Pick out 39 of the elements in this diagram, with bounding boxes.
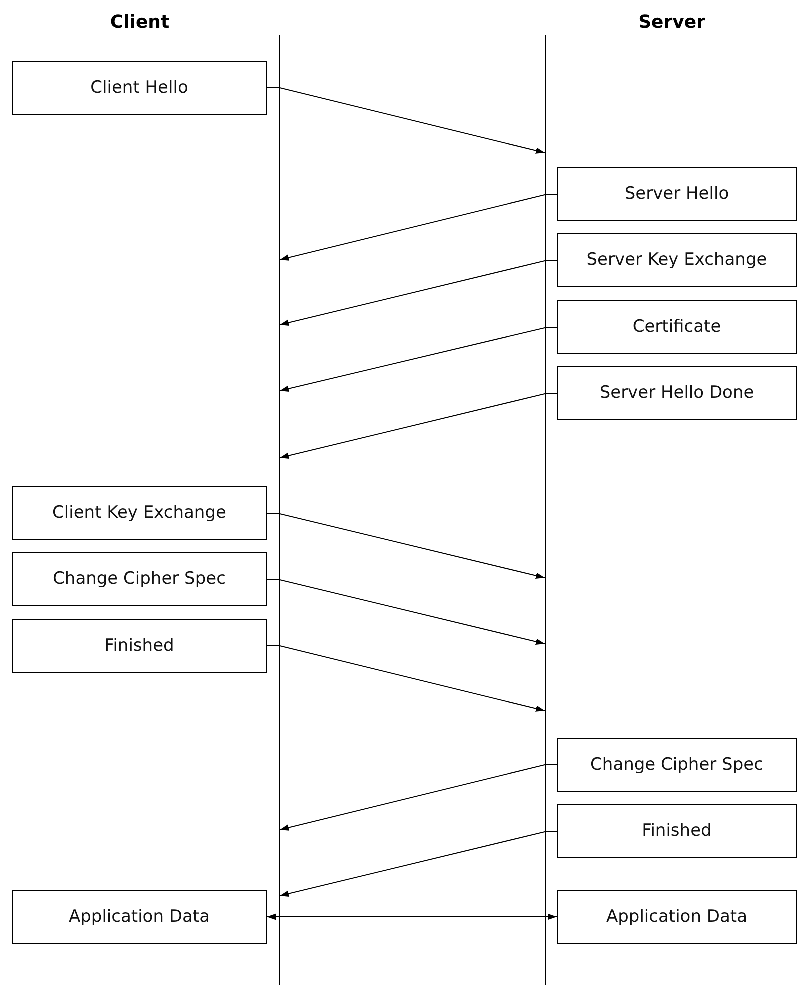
message-label: Application Data (69, 907, 210, 927)
lifeline (545, 35, 546, 985)
message-label: Server Key Exchange (586, 250, 768, 270)
message-box (12, 619, 267, 673)
message-arrow (266, 514, 546, 579)
message-box (557, 233, 797, 287)
message-arrow (266, 88, 546, 154)
message-arrow (280, 260, 558, 326)
message-arrow (280, 394, 558, 459)
message-arrow (280, 328, 558, 392)
message-label: Change Cipher Spec (53, 569, 226, 589)
message-arrow (280, 194, 558, 261)
lifeline-heading: Client (110, 12, 170, 33)
message-label: Application Data (606, 907, 748, 927)
message-box (557, 738, 797, 792)
message-box (557, 167, 797, 221)
message-box (557, 890, 797, 944)
message-label: Change Cipher Spec (590, 755, 764, 775)
message-box (557, 366, 797, 420)
message-label: Client Key Exchange (52, 503, 226, 523)
message-label: Server Hello Done (600, 383, 754, 403)
message-arrow (266, 914, 558, 920)
message-label: Server Hello (624, 184, 730, 204)
message-box (557, 300, 797, 354)
message-arrow (280, 764, 558, 831)
message-label: Client Hello (90, 78, 188, 98)
message-box (12, 552, 267, 606)
message-arrow (280, 832, 558, 897)
message-box (12, 486, 267, 540)
message-label: Certificate (632, 317, 722, 337)
message-box (12, 890, 267, 944)
message-arrow (266, 646, 546, 712)
lifeline-heading: Server (638, 12, 706, 33)
message-label: Finished (104, 636, 174, 656)
lifeline (279, 35, 280, 985)
message-box (12, 61, 267, 115)
message-arrow (266, 580, 546, 645)
message-label: Finished (642, 821, 712, 841)
message-box (557, 804, 797, 858)
